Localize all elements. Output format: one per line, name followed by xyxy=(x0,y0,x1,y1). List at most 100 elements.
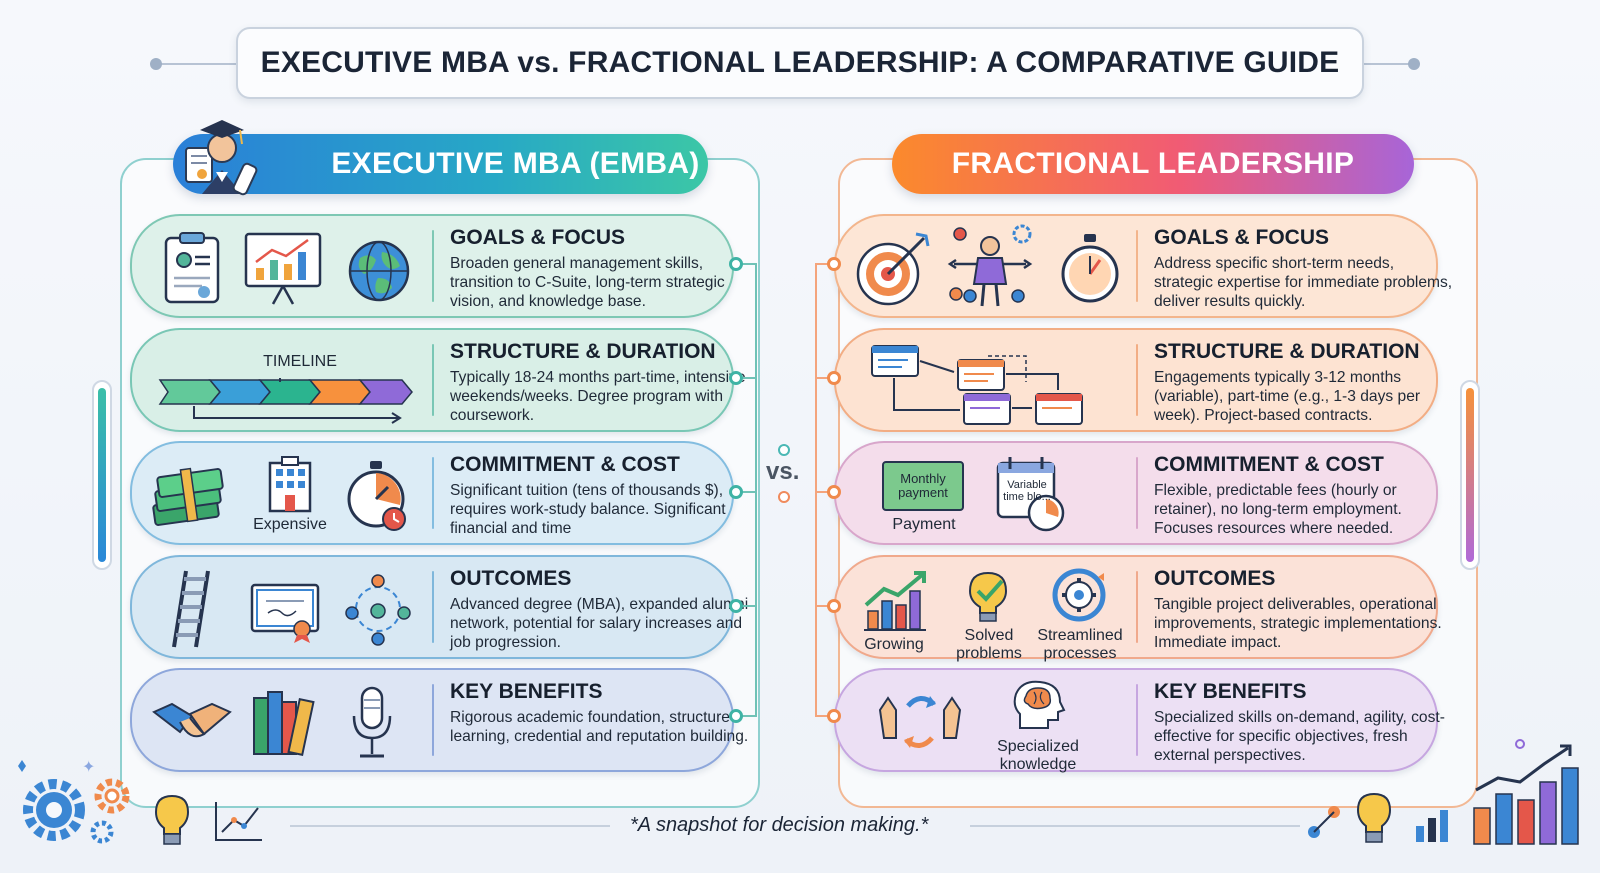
fractional-header: FRACTIONAL LEADERSHIP xyxy=(892,134,1414,194)
emba-commitment-text: Significant tuition (tens of thousands $… xyxy=(450,482,726,537)
fractional-structure-text: Engagements typically 3-12 months (varia… xyxy=(1154,369,1421,424)
title-dot-left xyxy=(150,58,162,70)
title-rule-right xyxy=(1364,63,1414,65)
vs-label: vs. xyxy=(766,458,800,485)
lightbulb-icon xyxy=(154,794,190,845)
card-divider xyxy=(432,344,434,416)
globe-icon xyxy=(348,240,410,302)
payment-label: Payment xyxy=(892,516,956,533)
card-divider xyxy=(432,571,434,643)
connector-dot xyxy=(827,371,841,385)
connector-dot xyxy=(827,257,841,271)
title-banner: EXECUTIVE MBA vs. FRACTIONAL LEADERSHIP:… xyxy=(236,27,1364,99)
variable-time-label: Variable time blo... xyxy=(1003,479,1051,503)
emba-benefits-text: Rigorous academic foundation, structured… xyxy=(450,709,749,745)
emba-commitment-title: COMMITMENT & COST xyxy=(450,453,680,476)
connector-dot xyxy=(827,485,841,499)
stopwatch-icon xyxy=(1061,234,1119,303)
right-side-accent xyxy=(1460,380,1480,570)
fractional-header-label: FRACTIONAL LEADERSHIP xyxy=(951,147,1355,180)
gear-cycle-icon xyxy=(1052,568,1106,622)
line-chart-icon xyxy=(215,802,262,841)
emba-goals-text: Broaden general management skills, trans… xyxy=(450,255,725,310)
fractional-benefits-text: Specialized skills on-demand, agility, c… xyxy=(1154,709,1445,764)
card-divider xyxy=(1136,571,1138,643)
emba-card-benefits: KEY BENEFITS Rigorous academic foundatio… xyxy=(130,668,748,772)
fractional-outcomes-text: Tangible project deliverables, operation… xyxy=(1154,596,1442,651)
footer-note: *A snapshot for decision making.* xyxy=(630,814,929,836)
ladder-icon xyxy=(172,570,210,648)
fractional-structure-title: STRUCTURE & DURATION xyxy=(1154,340,1420,363)
emba-benefits-title: KEY BENEFITS xyxy=(450,680,603,703)
target-arrow-icon xyxy=(856,232,930,306)
lightbulb-icon xyxy=(1356,792,1392,843)
fractional-commitment-title: COMMITMENT & COST xyxy=(1154,453,1384,476)
emba-card-commitment: Expensive COMMITMENT & COST Significant … xyxy=(130,441,734,545)
graduate-avatar-icon xyxy=(185,120,258,196)
connector-dot xyxy=(729,257,743,271)
certificate-icon xyxy=(250,583,320,643)
network-nodes-icon xyxy=(1308,806,1340,838)
card-divider xyxy=(1136,230,1138,302)
building-icon xyxy=(268,456,312,513)
card-divider xyxy=(1136,457,1138,529)
brain-head-icon xyxy=(1013,680,1066,729)
leader-team-icon xyxy=(947,224,1033,307)
timeline-arrows-icon xyxy=(158,378,413,424)
connector-dot xyxy=(729,599,743,613)
title-rule-left xyxy=(158,63,236,65)
emba-header: EXECUTIVE MBA (EMBA) xyxy=(173,134,708,194)
growth-bars-icon xyxy=(1473,739,1579,845)
emba-outcomes-text: Advanced degree (MBA), expanded alumni n… xyxy=(450,596,749,651)
fractional-card-structure: STRUCTURE & DURATION Engagements typical… xyxy=(834,328,1438,432)
emba-header-label: EXECUTIVE MBA (EMBA) xyxy=(331,147,700,180)
streamlined-processes-label: Streamlined processes xyxy=(1037,627,1123,662)
lightbulb-check-icon xyxy=(968,571,1008,622)
solved-problems-label: Solved problems xyxy=(956,627,1022,662)
fractional-card-benefits: Specialized knowledge KEY BENEFITS Speci… xyxy=(834,668,1445,773)
fractional-benefits-title: KEY BENEFITS xyxy=(1154,680,1307,703)
vs-dot-bottom xyxy=(778,491,790,503)
gears-icon: ✦ xyxy=(18,757,130,844)
variable-time-calendar-icon xyxy=(996,457,1065,532)
fractional-commitment-text: Flexible, predictable fees (hourly or re… xyxy=(1154,482,1402,537)
card-divider xyxy=(1136,344,1138,416)
fractional-card-commitment: Monthly payment Payment Variable time bl… xyxy=(834,441,1438,545)
handshake-icon xyxy=(152,702,232,738)
books-icon xyxy=(253,691,315,757)
emba-structure-text: Typically 18-24 months part-time, intens… xyxy=(450,369,746,424)
connector-dot xyxy=(827,709,841,723)
footer-rule-left xyxy=(290,825,610,827)
card-divider xyxy=(432,684,434,756)
clipboard-profile-icon xyxy=(164,232,220,304)
workflow-boxes-icon xyxy=(871,345,1083,425)
vs-dot-top xyxy=(778,444,790,456)
connector-dot xyxy=(827,599,841,613)
card-divider xyxy=(432,457,434,529)
microphone-icon xyxy=(352,686,392,758)
emba-structure-title: STRUCTURE & DURATION xyxy=(450,340,716,363)
bar-chart-icon xyxy=(1416,810,1448,842)
presentation-chart-icon xyxy=(244,232,322,305)
money-stack-icon xyxy=(152,467,224,526)
monthly-payment-label: Monthly payment xyxy=(898,471,948,500)
page-title: EXECUTIVE MBA vs. FRACTIONAL LEADERSHIP:… xyxy=(260,46,1340,79)
connector-dot xyxy=(729,371,743,385)
footer-rule-right xyxy=(970,825,1300,827)
monthly-payment-icon: Monthly payment xyxy=(882,461,964,511)
emba-outcomes-title: OUTCOMES xyxy=(450,567,572,590)
fractional-card-outcomes: Growing Solved problems Streamlined proc… xyxy=(834,555,1442,662)
expensive-label: Expensive xyxy=(253,516,327,533)
emba-card-goals: GOALS & FOCUS Broaden general management… xyxy=(130,214,734,318)
growing-label: Growing xyxy=(864,636,924,653)
timeline-label: TIMELINE xyxy=(263,353,337,370)
connector-dot xyxy=(729,485,743,499)
connector-dot xyxy=(729,709,743,723)
fractional-outcomes-title: OUTCOMES xyxy=(1154,567,1276,590)
fractional-goals-text: Address specific short-term needs, strat… xyxy=(1154,255,1453,310)
emba-card-structure: TIMELINE STRUCTURE & DURATION Typically … xyxy=(130,328,746,432)
stopwatch-icon xyxy=(347,461,406,531)
fractional-card-goals: GOALS & FOCUS Address specific short-ter… xyxy=(834,214,1452,318)
growth-chart-icon xyxy=(864,571,926,631)
left-side-accent xyxy=(92,380,112,570)
